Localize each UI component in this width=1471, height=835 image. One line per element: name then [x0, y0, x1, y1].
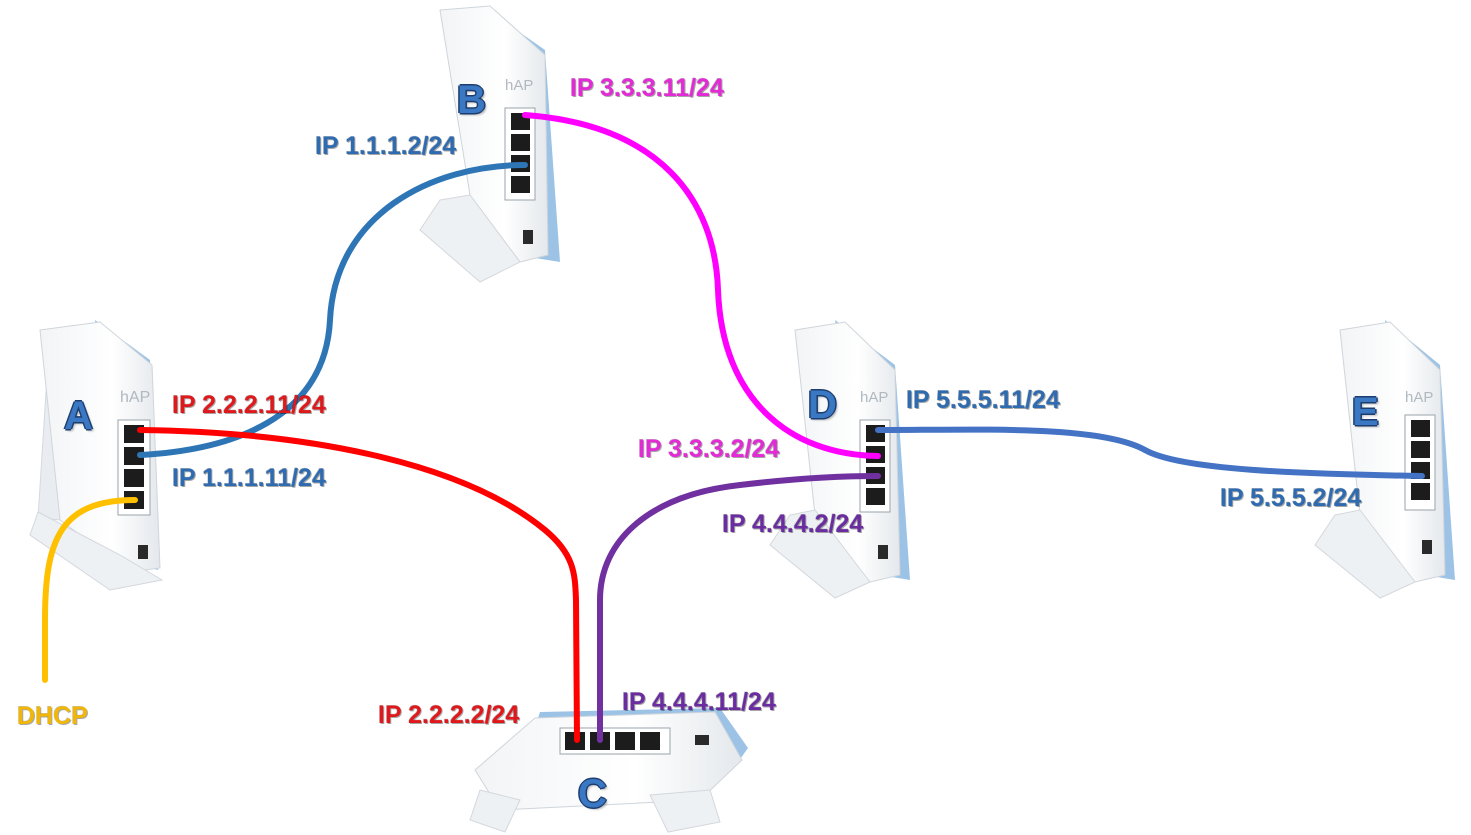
- cable-dhcp: [42, 497, 138, 683]
- ip-label-b-3: IP 3.3.3.11/24: [570, 74, 724, 102]
- ip-label-d-4: IP 4.4.4.2/24: [722, 510, 864, 538]
- dhcp-label: DHCP: [17, 702, 88, 730]
- svg-text:hAP: hAP: [860, 389, 888, 406]
- ip-label-c-4: IP 4.4.4.11/24: [622, 688, 776, 716]
- cable-a-c: [137, 427, 580, 743]
- ip-label-d-5: IP 5.5.5.11/24: [906, 386, 1060, 414]
- router-e-label: E: [1352, 390, 1379, 434]
- ip-label-b-1: IP 1.1.1.2/24: [315, 132, 457, 160]
- ip-label-a-1: IP 1.1.1.11/24: [172, 464, 326, 492]
- cable-b-d: [522, 112, 881, 459]
- svg-text:hAP: hAP: [1405, 389, 1433, 406]
- cable-c-d: [597, 473, 881, 743]
- router-a: hAP: [29, 320, 164, 591]
- router-b-label: B: [457, 78, 486, 122]
- router-d: hAP: [769, 320, 910, 599]
- router-d-label: D: [808, 383, 837, 427]
- svg-text:hAP: hAP: [505, 77, 533, 94]
- ip-label-c-2: IP 2.2.2.2/24: [378, 701, 520, 729]
- ip-label-a-2: IP 2.2.2.11/24: [172, 391, 326, 419]
- cable-d-e: [875, 426, 1425, 479]
- router-c-label: C: [578, 772, 607, 816]
- router-a-label: A: [64, 394, 93, 438]
- svg-text:hAP: hAP: [120, 389, 150, 406]
- router-b: hAP: [419, 5, 560, 283]
- cable-a-b: [137, 162, 528, 458]
- router-e: hAP: [1314, 320, 1455, 599]
- ip-label-e-5: IP 5.5.5.2/24: [1220, 484, 1362, 512]
- ip-label-d-3: IP 3.3.3.2/24: [638, 435, 780, 463]
